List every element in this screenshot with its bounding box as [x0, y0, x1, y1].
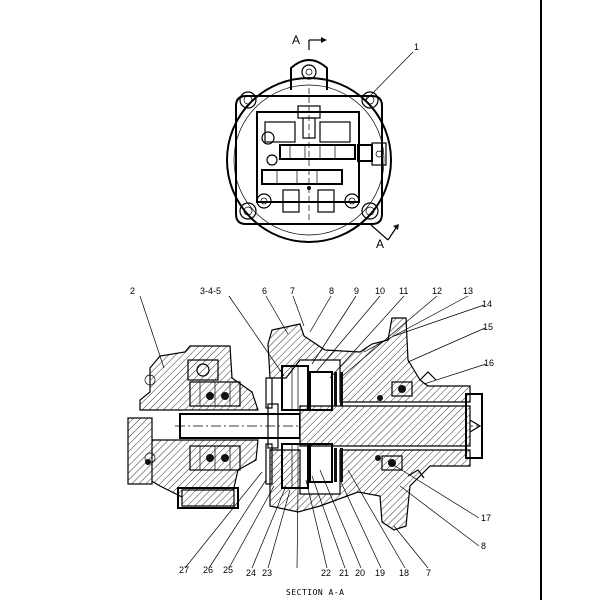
- callout-2: 2: [130, 286, 135, 296]
- callout-10: 10: [375, 286, 385, 296]
- callout-11: 11: [399, 286, 408, 296]
- callout-14: 14: [482, 299, 492, 309]
- callout-18: 18: [399, 568, 409, 578]
- section-mark-bottom: A: [376, 237, 384, 251]
- callout-15: 15: [483, 322, 493, 332]
- callout-25: 25: [223, 565, 233, 575]
- top-view-housing: [226, 59, 392, 243]
- callout-16: 16: [484, 358, 494, 368]
- callout-1: 1: [414, 42, 419, 52]
- callout-26: 26: [203, 565, 213, 575]
- callout-17: 17: [481, 513, 491, 523]
- callout-21: 21: [339, 568, 349, 578]
- callout-13: 13: [463, 286, 473, 296]
- callout-3-4-5: 3-4-5: [200, 286, 221, 296]
- callout-8-top: 8: [329, 286, 334, 296]
- section-caption: SECTION A-A: [286, 588, 344, 597]
- callout-7-bottom: 7: [426, 568, 431, 578]
- callout-7-top: 7: [290, 286, 295, 296]
- callout-20: 20: [355, 568, 365, 578]
- callout-8-bottom: 8: [481, 541, 486, 551]
- callout-6: 6: [262, 286, 267, 296]
- callout-23: 23: [262, 568, 272, 578]
- callout-9: 9: [354, 286, 359, 296]
- callout-12: 12: [432, 286, 442, 296]
- callout-22: 22: [321, 568, 331, 578]
- callout-27: 27: [179, 565, 189, 575]
- section-mark-top: A: [292, 33, 300, 47]
- section-arrow-bottom: [370, 224, 399, 241]
- section-arrow-top: [308, 37, 327, 50]
- callout-24: 24: [246, 568, 256, 578]
- leader-lines: [139, 51, 487, 569]
- callout-19: 19: [375, 568, 385, 578]
- section-view-motor: [127, 317, 483, 531]
